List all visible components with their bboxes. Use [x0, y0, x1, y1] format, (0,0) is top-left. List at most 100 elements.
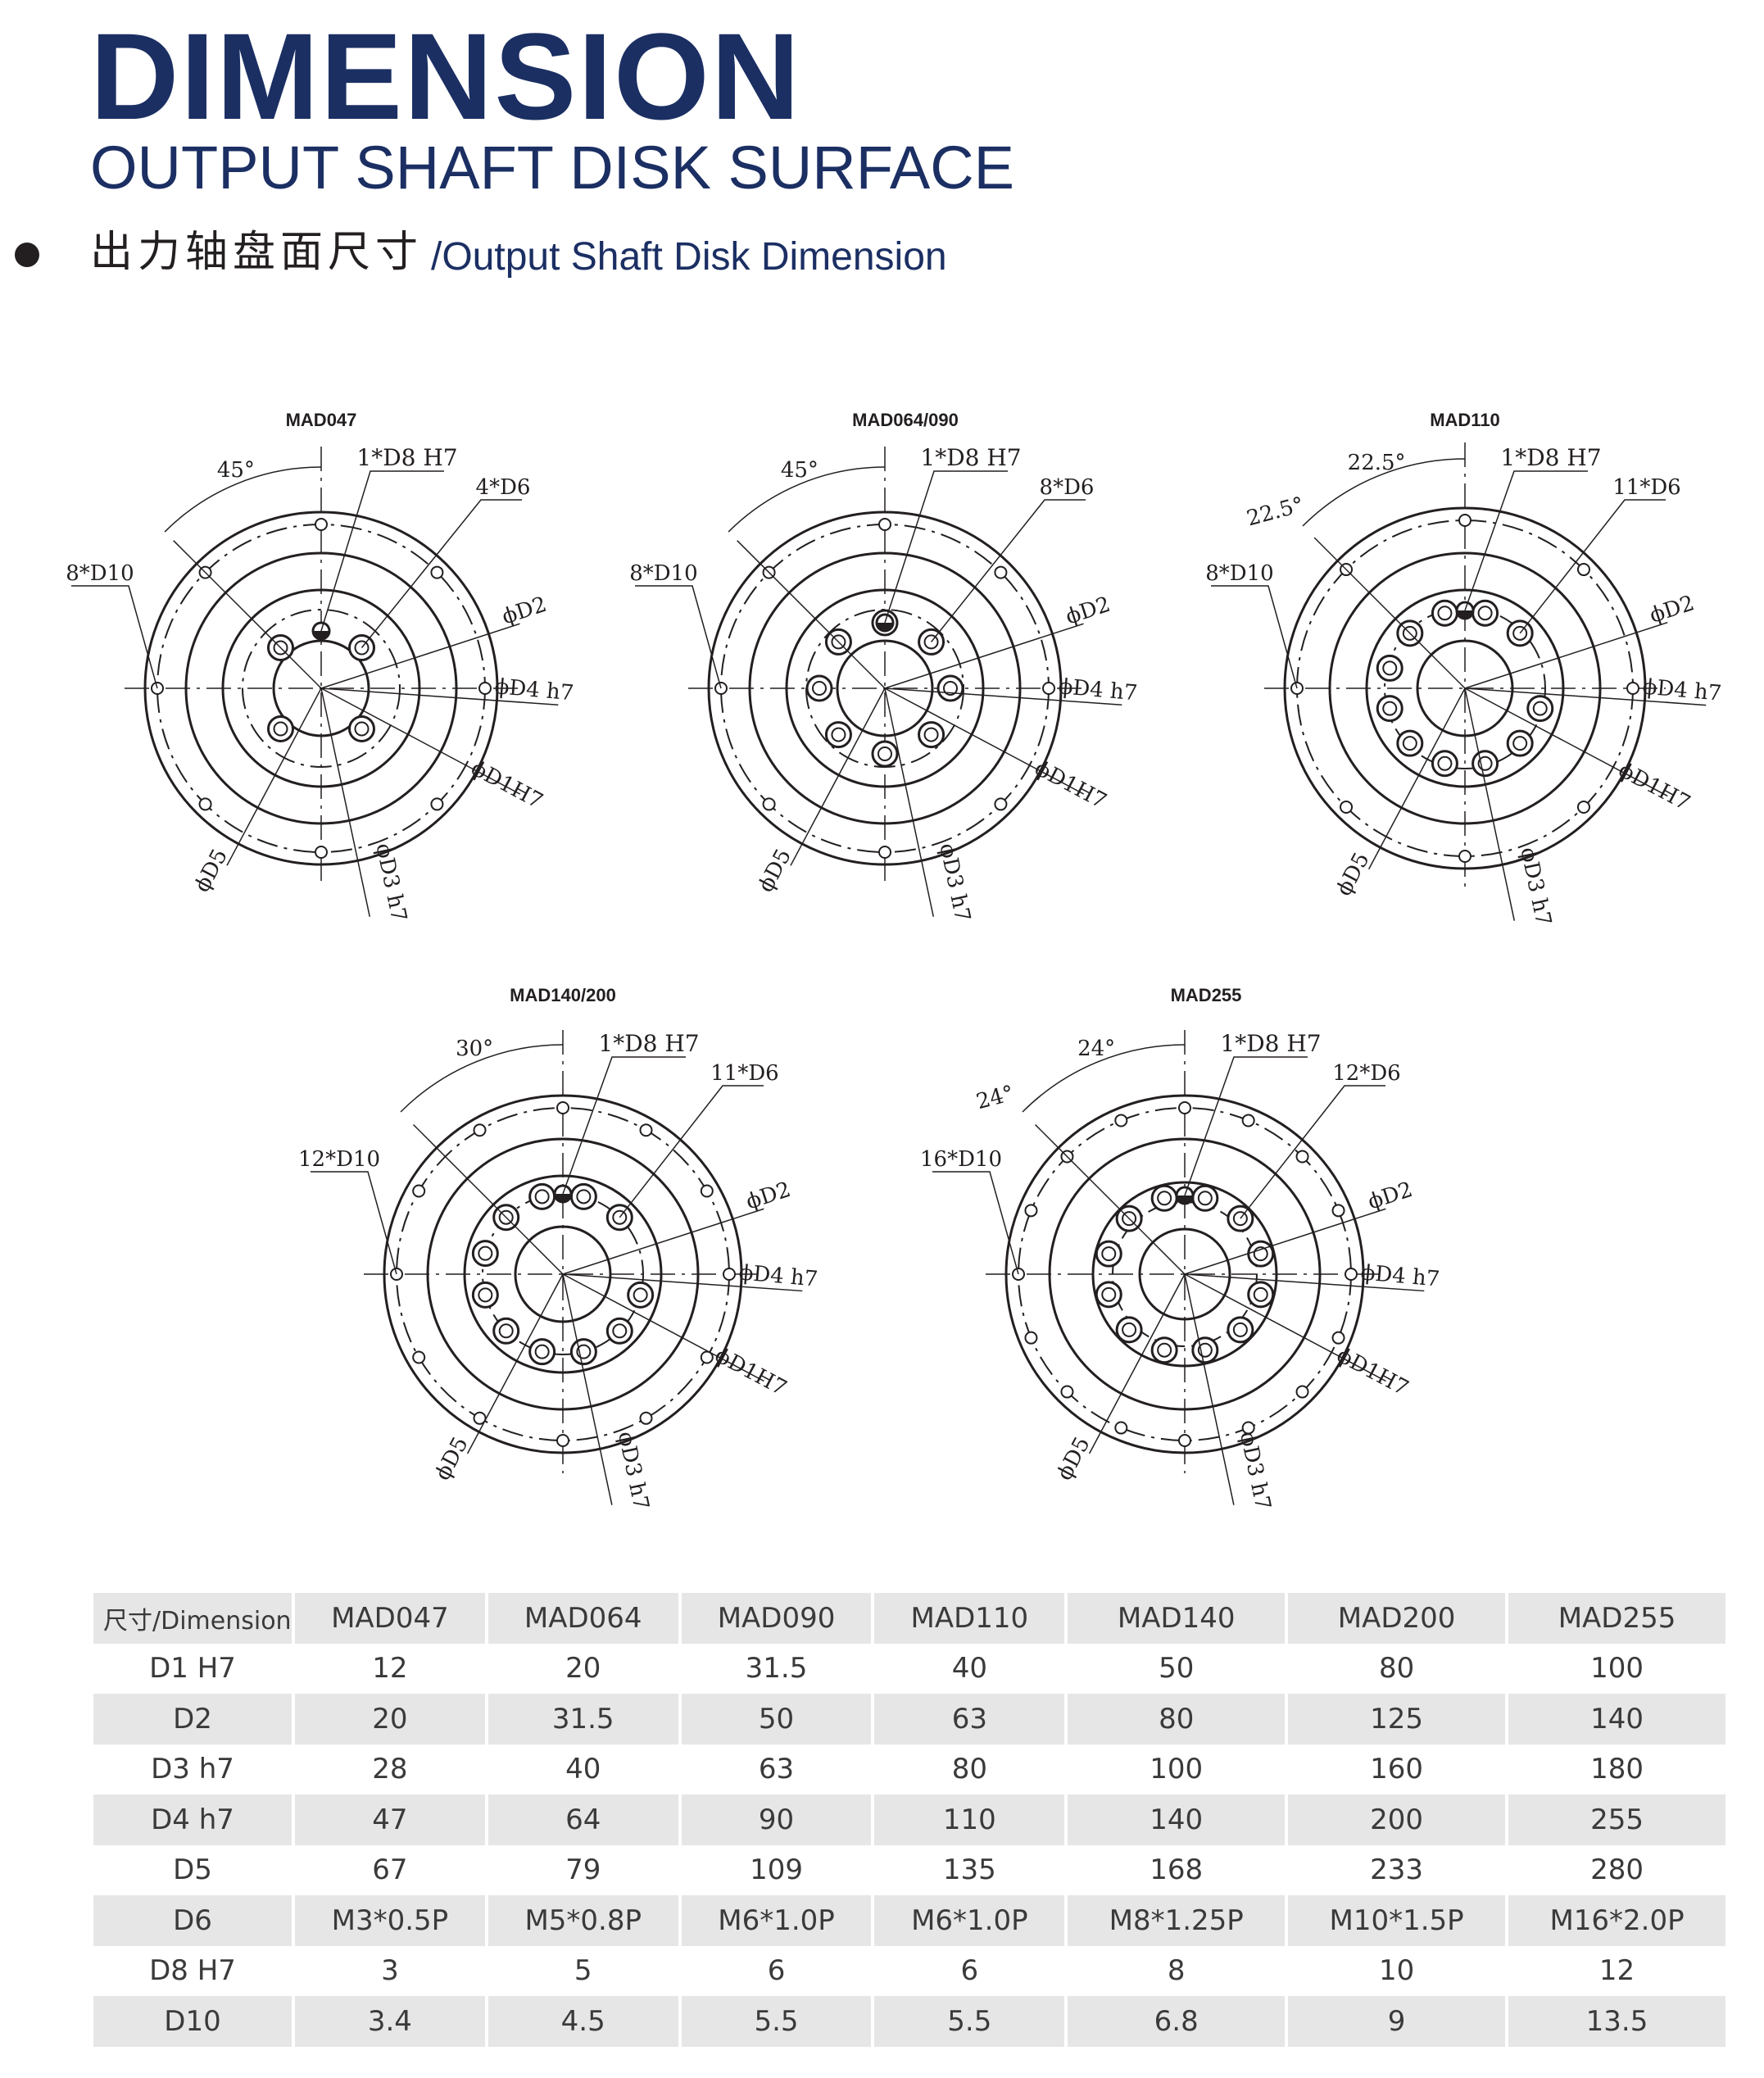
- leader-line: [884, 687, 934, 917]
- table-cell: 8: [1167, 1954, 1186, 1988]
- threaded-hole-core: [831, 634, 846, 650]
- d1-label: ϕD1H7: [711, 1343, 791, 1401]
- threaded-hole: [1115, 1316, 1143, 1344]
- angle-arc: [1302, 458, 1466, 527]
- center-hole-label: 1*D8 H7: [356, 444, 457, 471]
- angle-label: 30°: [456, 1037, 493, 1061]
- drawing-model-label: MAD140/200: [510, 985, 616, 1005]
- leader-line: [1464, 687, 1516, 921]
- bullet-icon: [15, 243, 39, 267]
- threaded-hole-core: [1402, 625, 1417, 641]
- threaded-hole: [918, 628, 945, 656]
- pin-hole: [1345, 1268, 1358, 1281]
- threaded-hole: [1506, 729, 1534, 757]
- column-header: MAD047: [295, 1593, 485, 1644]
- threaded-hole: [1191, 1184, 1219, 1212]
- threaded-hole: [1431, 750, 1458, 778]
- threaded-hole: [1376, 695, 1403, 723]
- threads-label: 4*D6: [476, 475, 531, 500]
- threads-label: 11*D6: [710, 1061, 778, 1086]
- leader-line: [562, 1273, 764, 1382]
- leader-line: [71, 585, 158, 689]
- d2-label: ϕD2: [1647, 591, 1698, 628]
- row-label: D6: [93, 1895, 292, 1946]
- table-cell: 50: [681, 1694, 872, 1745]
- threaded-hole: [627, 1281, 655, 1309]
- pin-hole: [1331, 1331, 1345, 1345]
- threaded-hole: [936, 674, 964, 702]
- leader-line: [413, 1124, 564, 1275]
- threaded-hole: [471, 1281, 499, 1309]
- leader-line: [1211, 585, 1298, 689]
- angle-label: 24°: [974, 1081, 1017, 1114]
- threaded-hole: [1376, 654, 1403, 682]
- angle-arc: [728, 466, 886, 533]
- pin-hole: [1626, 682, 1639, 695]
- table-cell: 64: [487, 1794, 678, 1845]
- threaded-hole-core: [534, 1344, 550, 1359]
- pin-hole: [556, 1434, 569, 1447]
- threaded-hole-core: [576, 1189, 592, 1205]
- leader-line: [1184, 1273, 1386, 1382]
- threads-label: 8*D6: [1040, 475, 1095, 500]
- leader-line: [562, 1273, 613, 1505]
- row-label: D4 h7: [93, 1794, 292, 1845]
- table-cell: 110: [874, 1794, 1065, 1845]
- threaded-hole: [918, 721, 945, 749]
- threaded-hole-core: [612, 1209, 628, 1225]
- threaded-hole-core: [273, 640, 288, 656]
- table-cell: 168: [1150, 1853, 1204, 1887]
- threaded-hole-core: [354, 640, 370, 656]
- table-cell: 10: [1378, 1954, 1415, 1988]
- table-cell: M16*2.0P: [1508, 1895, 1725, 1946]
- pin-hole: [762, 797, 776, 811]
- leader-line: [932, 1171, 1019, 1275]
- leader-line: [1240, 1085, 1385, 1219]
- threaded-hole: [871, 740, 899, 768]
- table-cell: 20: [295, 1694, 485, 1745]
- locating-hole-fill: [1457, 610, 1473, 619]
- drawing-model-label: MAD047: [285, 410, 357, 430]
- threaded-hole: [1472, 750, 1499, 778]
- table-cell: 80: [1068, 1694, 1286, 1745]
- leader-line: [884, 470, 1008, 624]
- d2-label: ϕD2: [1365, 1177, 1416, 1215]
- table-cell: 6: [767, 1954, 786, 1988]
- table-cell: 255: [1508, 1794, 1725, 1845]
- table-cell: 100: [1150, 1753, 1204, 1786]
- pins-label: 8*D10: [629, 561, 697, 586]
- pins-label: 16*D10: [920, 1147, 1002, 1172]
- threaded-hole-core: [1157, 1342, 1172, 1358]
- pin-hole: [878, 846, 891, 859]
- pin-hole: [430, 565, 444, 579]
- threaded-hole-core: [812, 681, 827, 696]
- d5-label: ϕD5: [754, 845, 796, 896]
- angle-arc: [400, 1044, 564, 1113]
- threaded-hole-core: [498, 1209, 514, 1225]
- threaded-hole-core: [923, 727, 939, 742]
- leader-line: [361, 499, 522, 648]
- pins-label: 12*D10: [298, 1147, 380, 1172]
- table-cell: 50: [1159, 1652, 1195, 1686]
- table-cell: 140: [1508, 1694, 1725, 1745]
- threaded-hole: [528, 1182, 556, 1210]
- table-cell: 125: [1288, 1694, 1506, 1745]
- table-cell: 80: [951, 1753, 987, 1786]
- pin-hole: [1458, 514, 1472, 527]
- d1-label: ϕD1H7: [1614, 758, 1694, 816]
- table-corner-header: 尺寸/Dimension: [93, 1593, 292, 1644]
- threaded-hole-core: [354, 721, 370, 737]
- threaded-hole-core: [1512, 736, 1528, 751]
- threaded-hole-core: [478, 1287, 493, 1303]
- angle-label: 45°: [781, 458, 819, 483]
- table-cell: 109: [750, 1853, 803, 1887]
- row-label: D8 H7: [149, 1954, 236, 1988]
- threaded-hole: [605, 1317, 633, 1345]
- angle-label: 24°: [1077, 1037, 1115, 1061]
- angle-label: 45°: [217, 458, 255, 483]
- angle-label: 22.5°: [1245, 492, 1307, 531]
- threaded-hole-core: [1477, 755, 1493, 771]
